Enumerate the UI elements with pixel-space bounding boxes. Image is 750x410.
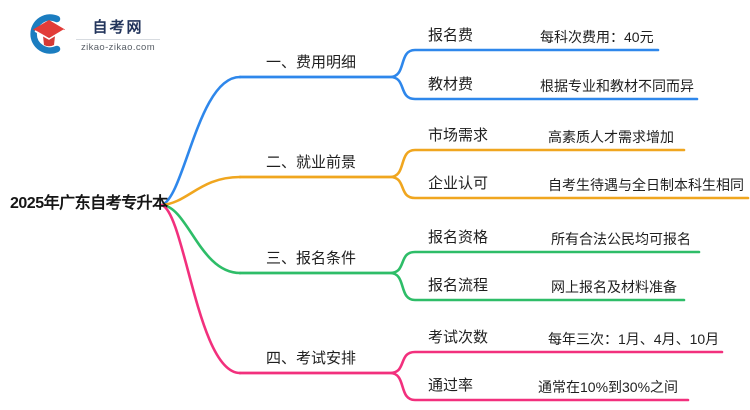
site-logo: 自考网 zikao-zikao.com bbox=[26, 12, 160, 56]
branch-1-child-2-label: 教材费 bbox=[428, 76, 474, 93]
branch-4-root-curve bbox=[160, 203, 242, 375]
branch-1-child-1-value: 每科次费用：40元 bbox=[540, 29, 654, 45]
branch-2-label: 二、就业前景 bbox=[266, 154, 357, 171]
branch-2-child-2-value: 自考生待遇与全日制本科生相同 bbox=[548, 177, 744, 193]
logo-title: 自考网 bbox=[92, 18, 144, 36]
branch-3-label: 三、报名条件 bbox=[266, 250, 357, 267]
branch-3-child-2-line bbox=[238, 271, 686, 302]
branch-2-root-curve bbox=[160, 175, 242, 207]
branch-4-child-1-value: 每年三次：1月、4月、10月 bbox=[548, 331, 720, 347]
branch-4-child-2-line bbox=[238, 371, 690, 402]
branch-1-child-1-label: 报名费 bbox=[428, 27, 474, 44]
branch-2-child-1-label: 市场需求 bbox=[428, 127, 489, 144]
branch-1-child-2-line bbox=[238, 75, 699, 101]
branch-1-root-curve bbox=[160, 75, 242, 207]
branch-3-child-2-value: 网上报名及材料准备 bbox=[551, 279, 677, 295]
branch-1-child-2-value: 根据专业和教材不同而异 bbox=[540, 78, 694, 94]
logo-domain: zikao-zikao.com bbox=[80, 41, 156, 53]
branch-3-child-1-label: 报名资格 bbox=[428, 229, 489, 246]
root-topic: 2025年广东自考专升本 bbox=[10, 195, 168, 212]
graduation-cap-logo-icon bbox=[30, 14, 65, 54]
branch-4-child-2-label: 通过率 bbox=[428, 377, 474, 394]
branch-2-child-2-label: 企业认可 bbox=[428, 175, 489, 192]
branch-4-child-2-value: 通常在10%到30%之间 bbox=[538, 379, 679, 395]
branch-1-label: 一、费用明细 bbox=[266, 54, 357, 71]
branch-2-child-1-value: 高素质人才需求增加 bbox=[548, 129, 674, 145]
branch-3-root-curve bbox=[160, 203, 242, 275]
logo-divider bbox=[76, 38, 160, 40]
branch-2-child-2-line bbox=[238, 175, 750, 200]
branch-4-child-1-label: 考试次数 bbox=[428, 329, 489, 346]
branch-4-label: 四、考试安排 bbox=[266, 350, 357, 367]
branch-3-child-2-label: 报名流程 bbox=[428, 277, 489, 294]
branch-3-child-1-value: 所有合法公民均可报名 bbox=[551, 231, 691, 247]
